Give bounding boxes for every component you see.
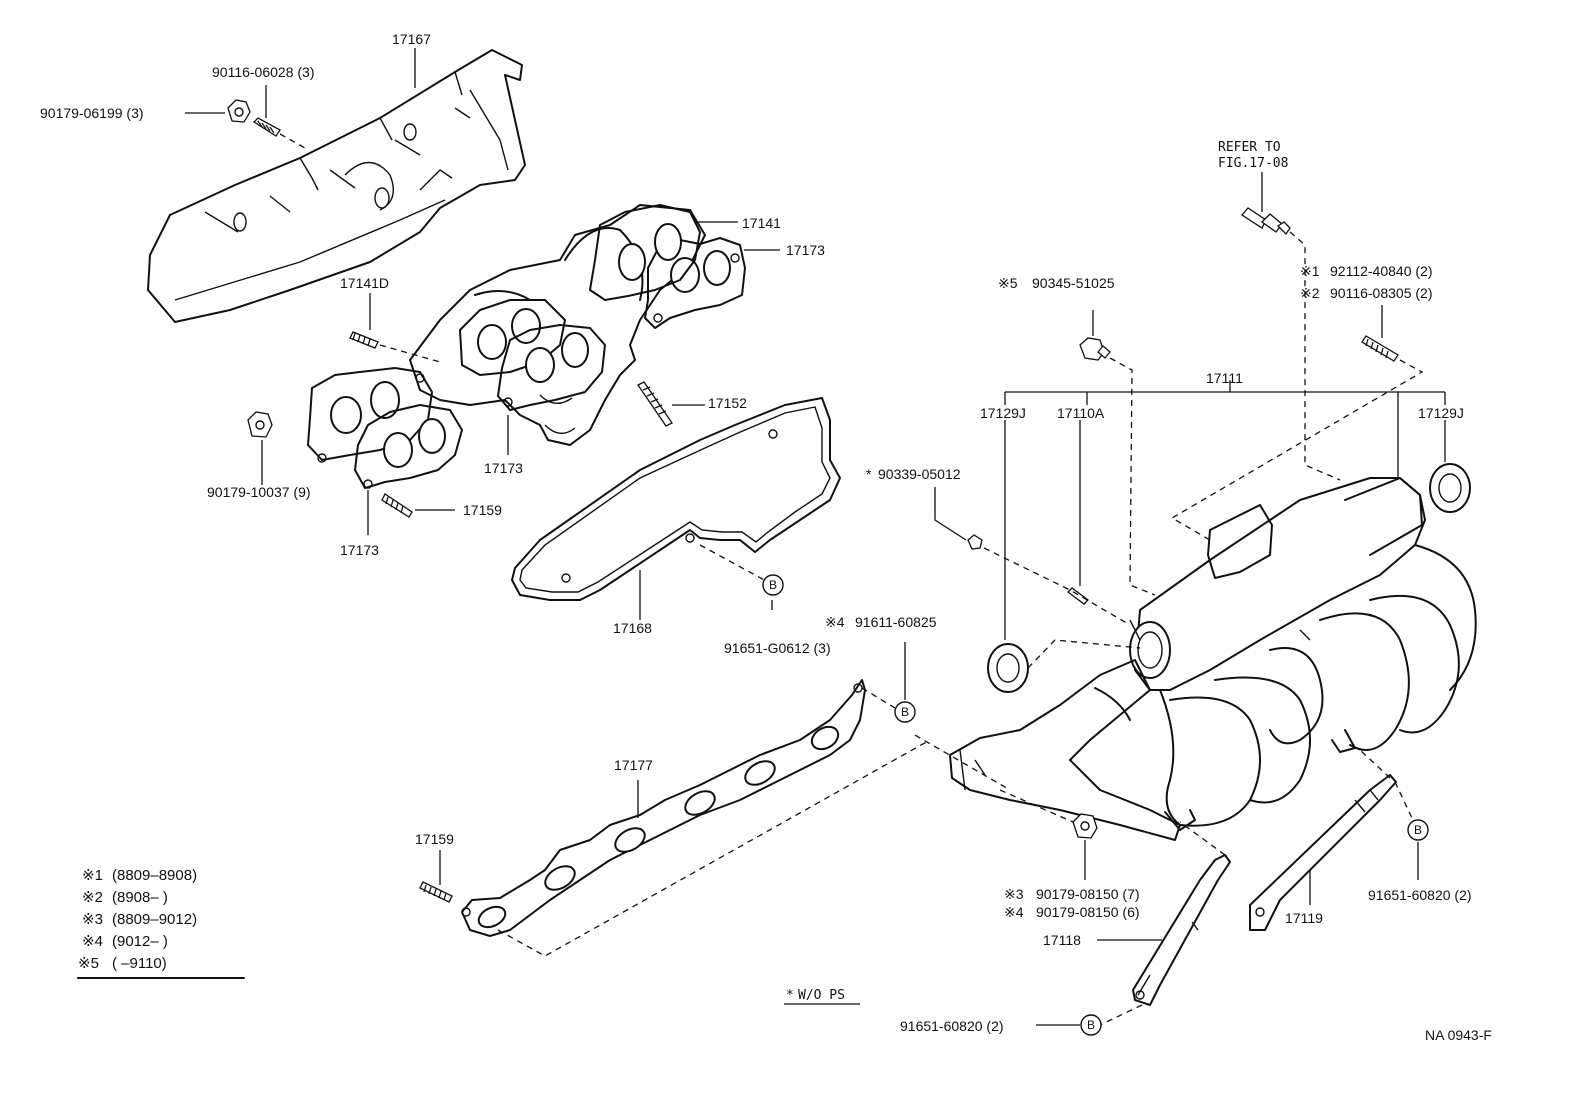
gasket-17168	[511, 397, 841, 601]
label-17110A: 17110A	[1057, 405, 1105, 421]
label-mark-2: ※2	[1300, 285, 1320, 301]
legend-text-5: ( –9110)	[112, 955, 167, 972]
seal-ring-17129J-left	[987, 643, 1029, 693]
label-17118: 17118	[1043, 932, 1081, 948]
nut-90179-08150	[1072, 813, 1098, 839]
circle-b-marker-4: B	[1080, 1014, 1102, 1036]
legend-mark-2: ※2	[82, 889, 103, 906]
label-90339-05012: 90339-05012	[878, 466, 961, 482]
seal-ring-17129J-right	[1429, 463, 1471, 513]
label-90179-06199: 90179-06199 (3)	[40, 105, 144, 121]
label-17129J-left: 17129J	[980, 405, 1026, 421]
label-mark-4-08150: ※4	[1004, 904, 1024, 920]
svg-text:B: B	[769, 578, 777, 592]
label-17159-bottom: 17159	[415, 831, 454, 847]
circle-b-marker-1: B	[762, 574, 784, 596]
label-17141D: 17141D	[340, 275, 389, 291]
circle-b-marker-2: B	[894, 701, 916, 723]
gasket-17173-lower	[354, 324, 606, 489]
label-17141: 17141	[742, 215, 781, 231]
label-17168: 17168	[613, 620, 652, 636]
legend-text-4: (9012– )	[112, 933, 168, 950]
label-mark-1: ※1	[1300, 263, 1320, 279]
nut-90179-06199	[227, 99, 251, 123]
label-fig-17-08: FIG.17-08	[1218, 156, 1288, 171]
label-17173-mid: 17173	[484, 460, 523, 476]
pin-17110A	[1067, 587, 1089, 605]
svg-text:B: B	[901, 705, 909, 719]
label-mark-4-91611: ※4	[825, 614, 845, 630]
circle-b-marker-3: B	[1407, 819, 1429, 841]
legend-text-1: (8809–8908)	[112, 867, 197, 884]
nut-90179-10037	[247, 411, 273, 438]
label-90179-08150-6: 90179-08150 (6)	[1036, 904, 1140, 920]
label-90116-08305: 90116-08305 (2)	[1330, 285, 1432, 301]
label-17177: 17177	[614, 757, 653, 773]
bolt-90339-05012	[967, 534, 983, 550]
intake-manifold-17111	[949, 477, 1477, 841]
label-refer-to: REFER TO	[1218, 140, 1281, 155]
stud-92112-40840	[1361, 335, 1399, 362]
legend-mark-1: ※1	[82, 867, 103, 884]
heat-insulator-17167	[147, 49, 526, 323]
svg-text:B: B	[1087, 1018, 1095, 1032]
label-wo-ps: W/O PS	[798, 988, 845, 1003]
stud-17141D	[349, 331, 379, 349]
gasket-17173-top	[644, 237, 746, 329]
label-91651-60820-right: 91651-60820 (2)	[1368, 887, 1472, 903]
label-17167: 17167	[392, 31, 431, 47]
legend-text-3: (8809–9012)	[112, 911, 197, 928]
label-17129J-right: 17129J	[1418, 405, 1464, 421]
label-star-2: *	[786, 988, 794, 1003]
figure-code: NA 0943-F	[1425, 1027, 1492, 1043]
label-mark-5: ※5	[998, 275, 1018, 291]
label-90116-06028: 90116-06028 (3)	[212, 64, 314, 80]
gasket-17177	[461, 679, 866, 937]
label-star-1: *	[866, 466, 872, 482]
label-17152: 17152	[708, 395, 747, 411]
label-17159-top: 17159	[463, 502, 502, 518]
legend-mark-3: ※3	[82, 911, 103, 928]
legend-text-2: (8908– )	[112, 889, 168, 906]
stud-17152	[637, 381, 673, 427]
manifold-flange	[307, 204, 701, 463]
legend-mark-5: ※5	[78, 955, 99, 972]
label-90179-08150-7: 90179-08150 (7)	[1036, 886, 1140, 902]
label-91611-60825: 91611-60825	[855, 614, 937, 630]
stud-17159-top	[381, 493, 413, 518]
label-mark-3: ※3	[1004, 886, 1024, 902]
bolt-90345-51025	[1079, 337, 1111, 361]
stud-90116-06028	[252, 117, 281, 137]
label-17173-bottom: 17173	[340, 542, 379, 558]
label-92112-40840: 92112-40840 (2)	[1330, 263, 1432, 279]
stud-17159-bottom	[419, 881, 453, 903]
stay-17118	[1132, 854, 1231, 1006]
label-17111: 17111	[1206, 370, 1243, 386]
label-17119: 17119	[1285, 910, 1323, 926]
svg-text:B: B	[1414, 823, 1422, 837]
label-17173-top: 17173	[786, 242, 825, 258]
label-91651-G0612: 91651-G0612 (3)	[724, 640, 831, 656]
stay-17119	[1249, 774, 1397, 931]
sensor-refer-fig-17-08	[1241, 207, 1291, 236]
label-90345-51025: 90345-51025	[1032, 275, 1115, 291]
legend-mark-4: ※4	[82, 933, 103, 950]
label-90179-10037: 90179-10037 (9)	[207, 484, 311, 500]
applicability-legend: ※1 (8809–8908) ※2 (8908– ) ※3 (8809–9012…	[77, 867, 245, 979]
label-91651-60820-bottom: 91651-60820 (2)	[900, 1018, 1004, 1034]
